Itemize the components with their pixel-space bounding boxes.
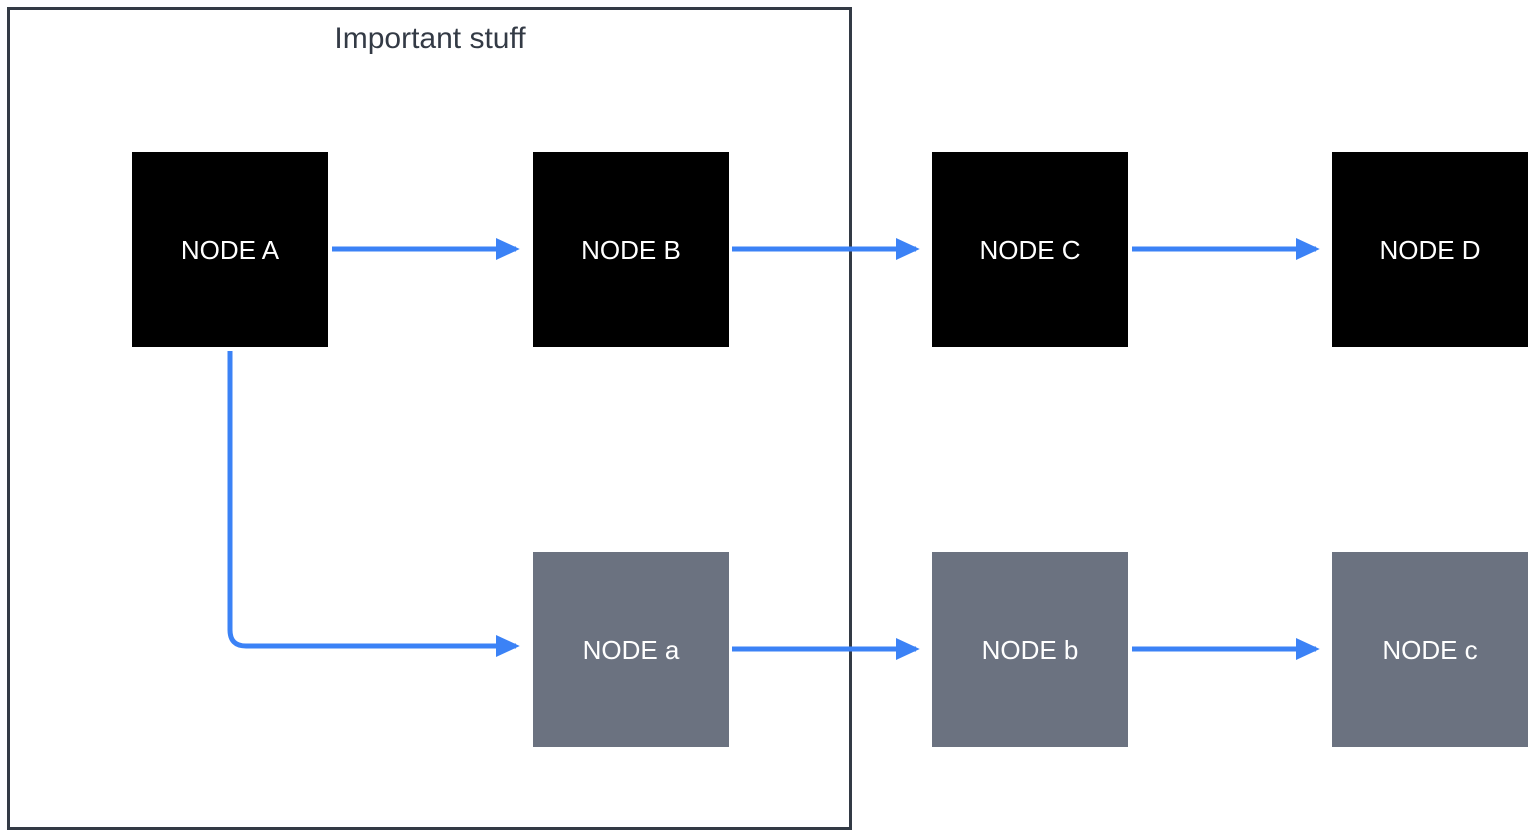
- node-label-B: NODE B: [581, 234, 681, 265]
- node-A[interactable]: NODE A: [132, 152, 328, 347]
- node-c[interactable]: NODE c: [1332, 552, 1528, 747]
- node-D[interactable]: NODE D: [1332, 152, 1528, 347]
- subgraph-important-stuff[interactable]: [7, 7, 852, 830]
- node-label-D: NODE D: [1379, 234, 1481, 265]
- node-B[interactable]: NODE B: [533, 152, 729, 347]
- node-C[interactable]: NODE C: [932, 152, 1128, 347]
- node-b[interactable]: NODE b: [932, 552, 1128, 747]
- node-label-a: NODE a: [582, 634, 680, 665]
- node-label-C: NODE C: [979, 234, 1081, 265]
- node-label-c: NODE c: [1382, 634, 1478, 665]
- node-label-A: NODE A: [180, 234, 280, 265]
- node-a[interactable]: NODE a: [533, 552, 729, 747]
- subgraph-title: Important stuff: [334, 22, 526, 55]
- node-label-b: NODE b: [981, 634, 1079, 665]
